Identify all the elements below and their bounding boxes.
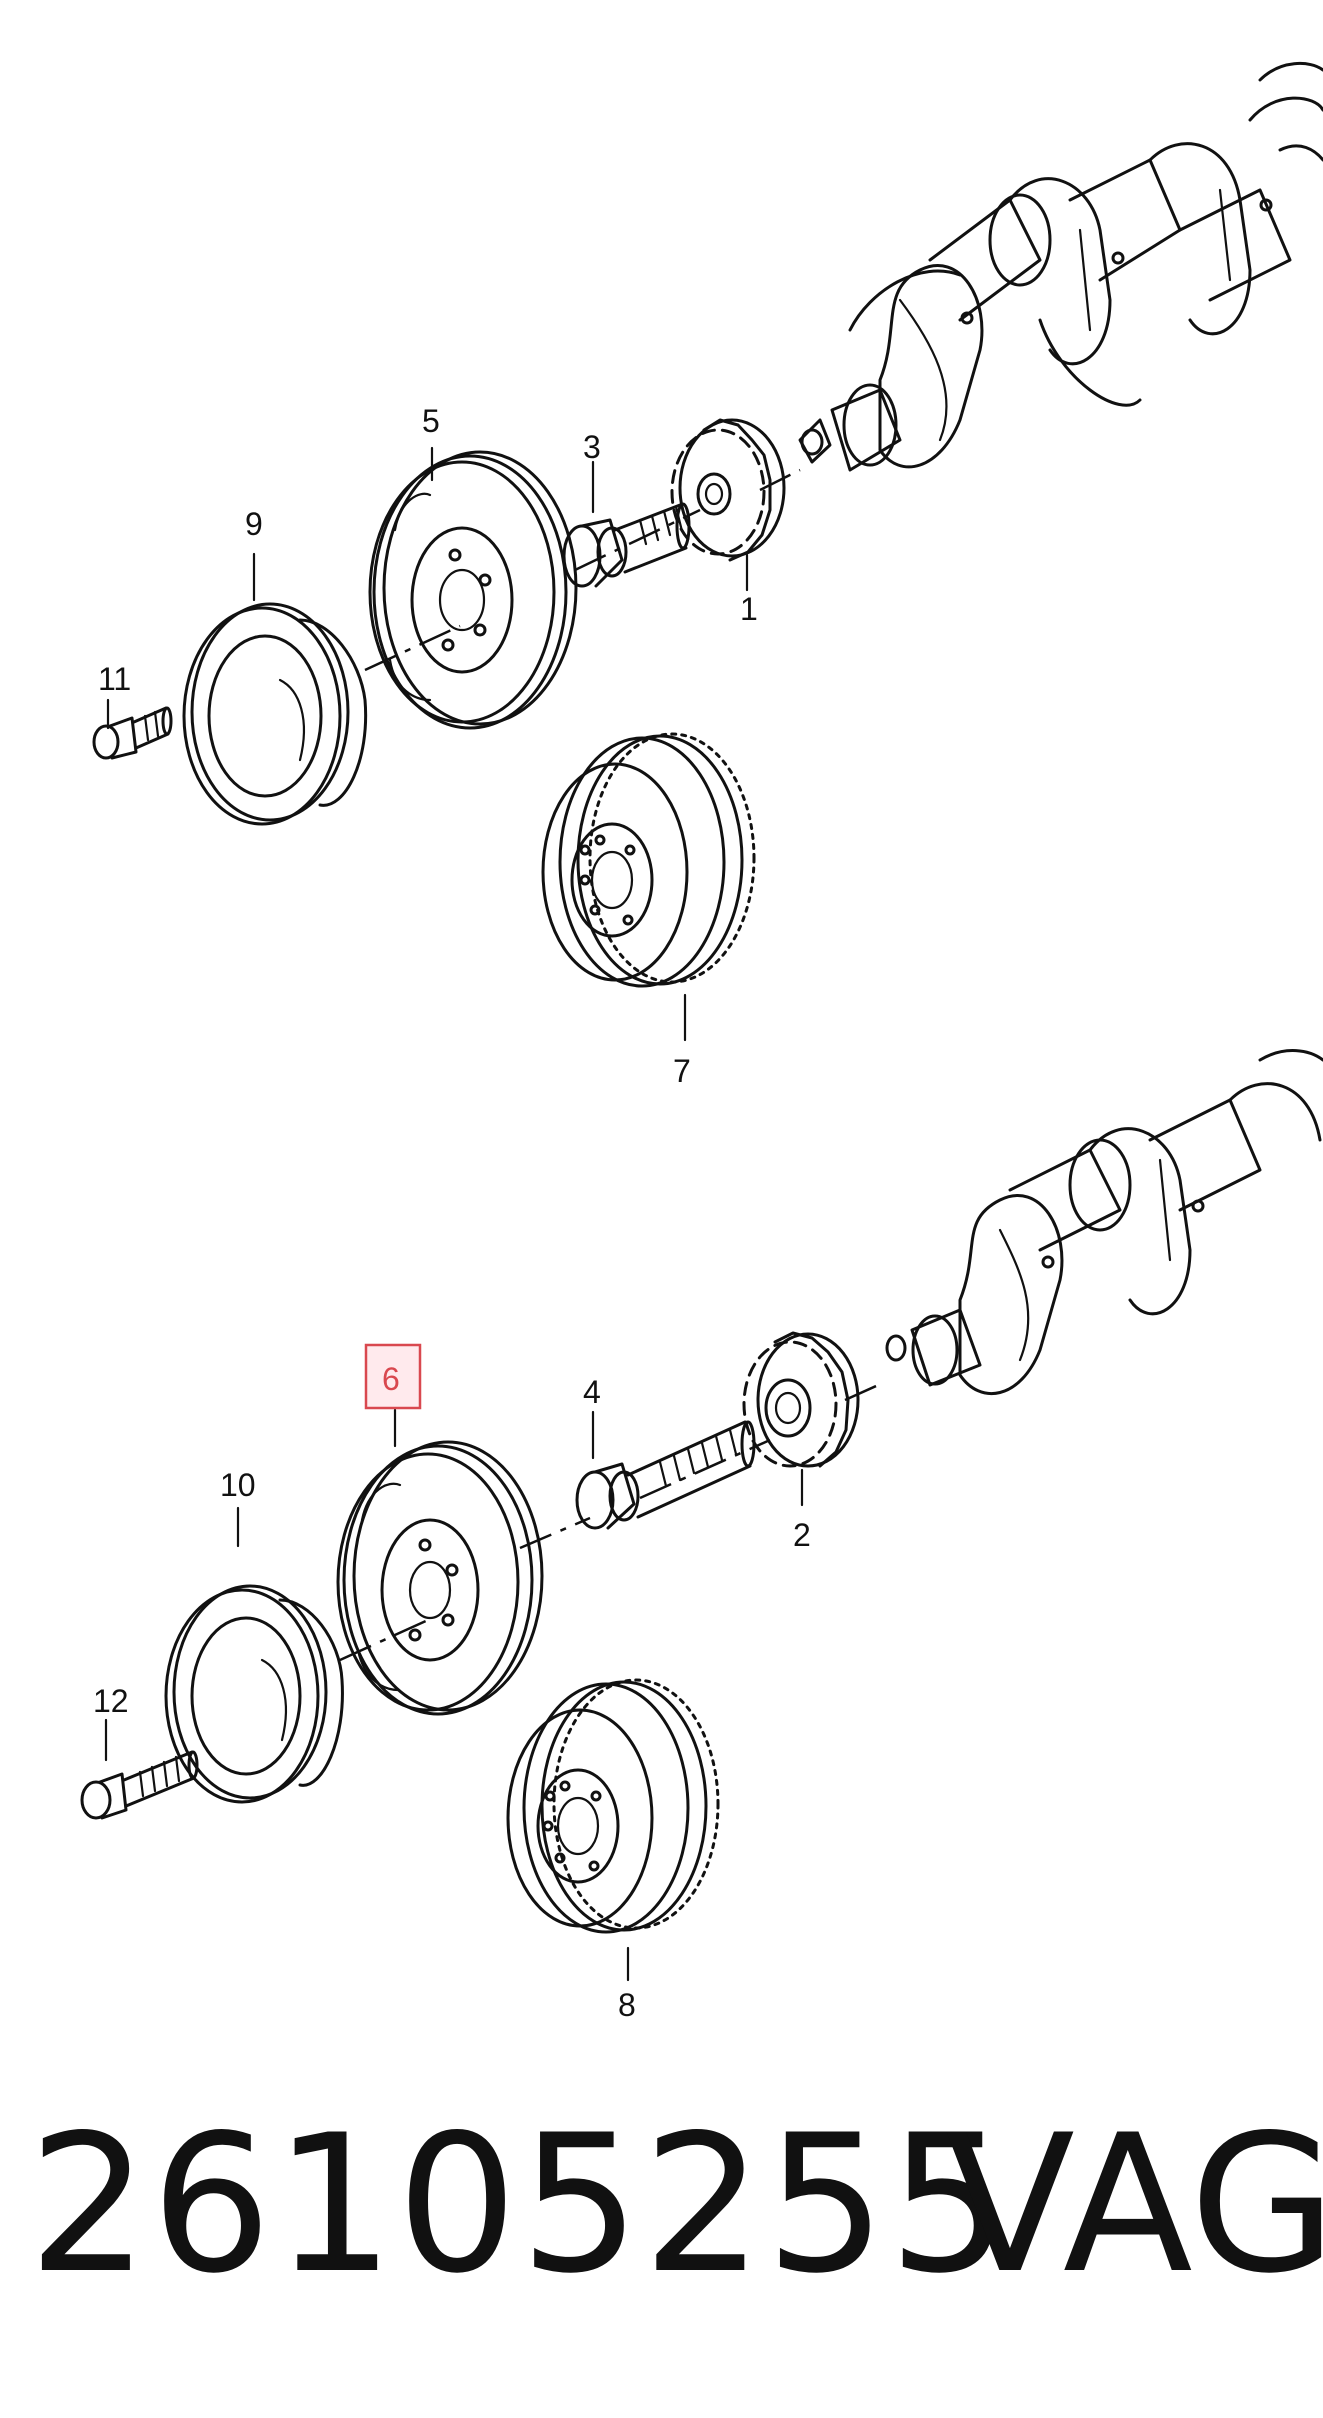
timing-sprocket-upper (670, 418, 786, 562)
callout-10[interactable]: 10 (220, 1467, 256, 1503)
crankshaft-upper (798, 61, 1323, 472)
lower-assembly (80, 1049, 1323, 1982)
axis-line-upper (364, 468, 801, 672)
callout-11[interactable]: 11 (98, 661, 131, 697)
upper-assembly (92, 61, 1323, 1042)
callout-labels: 1 2 3 4 5 6 7 8 9 10 11 12 (93, 403, 811, 2023)
crankshaft-lower (885, 1049, 1323, 1396)
callout-6[interactable]: 6 (382, 1361, 400, 1397)
callout-6-highlight-box (364, 1343, 422, 1410)
timing-sprocket-lower (742, 1331, 860, 1468)
callout-3[interactable]: 3 (583, 429, 601, 465)
damper-pulley-upper (541, 732, 756, 988)
bolt-lower (575, 1420, 756, 1530)
callout-2[interactable]: 2 (793, 1517, 811, 1553)
callout-8[interactable]: 8 (618, 1987, 636, 2023)
callout-7[interactable]: 7 (673, 1053, 691, 1089)
bolt-11 (92, 706, 173, 760)
callout-5[interactable]: 5 (422, 403, 440, 439)
damper-pulley-lower (506, 1678, 720, 1934)
pulley-lower (336, 1440, 544, 1716)
leader-lines-lower (104, 1408, 804, 1982)
exploded-parts-diagram: 1 2 3 4 5 6 7 8 9 10 11 12 (80, 61, 1323, 2023)
callout-12[interactable]: 12 (93, 1683, 129, 1719)
axis-line-lower (339, 1380, 886, 1662)
callout-9[interactable]: 9 (245, 506, 263, 542)
brand-name: VAG (945, 2094, 1323, 2315)
callout-4[interactable]: 4 (583, 1374, 601, 1410)
pulley-9 (182, 602, 368, 826)
part-number: 26105255 (28, 2094, 1012, 2315)
leader-lines-upper (106, 446, 749, 1042)
callout-1[interactable]: 1 (740, 591, 758, 627)
pulley-upper (368, 450, 578, 730)
bolt-upper (562, 502, 691, 588)
bolt-12 (80, 1750, 199, 1820)
pulley-10 (164, 1584, 344, 1804)
